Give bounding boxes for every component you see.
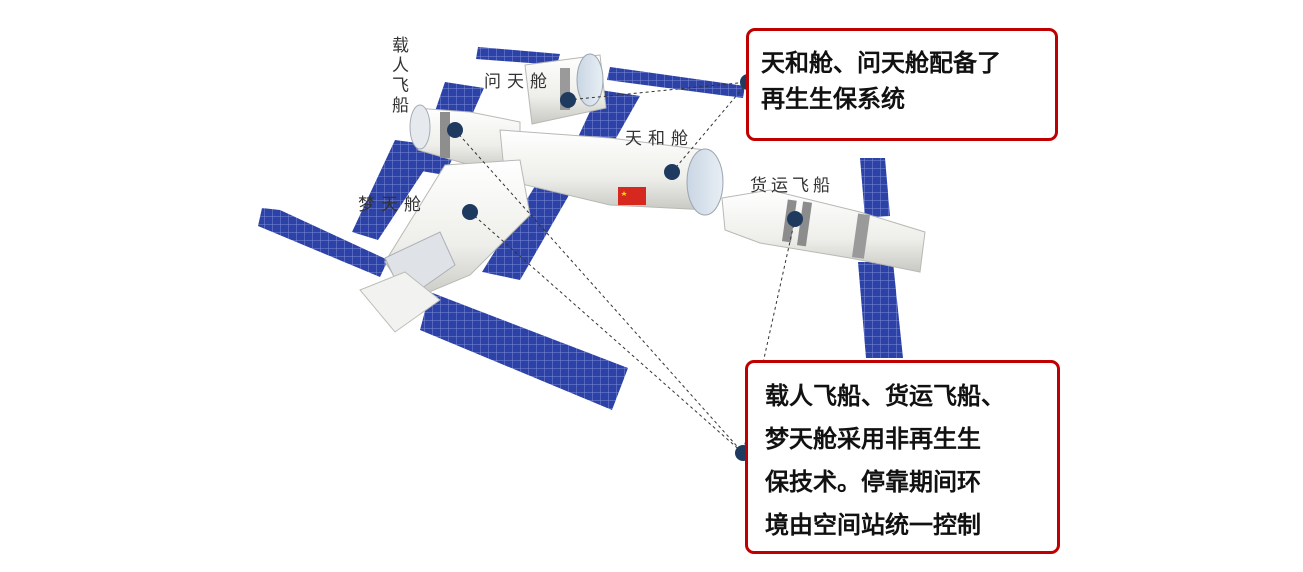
- tianhe-module: [499, 129, 724, 216]
- solar-panel-mengtian-bottom: [420, 292, 628, 410]
- callout-top-line-1: 天和舱、问天舱配备了: [761, 49, 1001, 77]
- label-cargo: 货运飞船: [750, 176, 834, 196]
- solar-panel-wentian-top: [476, 47, 560, 65]
- china-flag-icon: [618, 187, 646, 205]
- solar-panel-cargo-top: [860, 158, 890, 218]
- wentian-module: [524, 53, 607, 125]
- label-manned-spacecraft: 载人飞船: [388, 36, 408, 116]
- callout-bottom-line-2: 梦天舱采用非再生生: [765, 425, 981, 453]
- manned-spacecraft-module: [409, 104, 521, 171]
- label-wentian: 问天舱: [484, 72, 553, 92]
- callout-bottom-line-1: 载人飞船、货运飞船、: [765, 382, 1005, 410]
- label-mengtian: 梦天舱: [358, 195, 427, 215]
- station-modules: [359, 53, 926, 333]
- callout-regenerative: 天和舱、问天舱配备了 再生生保系统: [746, 28, 1058, 141]
- marker-mengtian: [462, 204, 478, 220]
- marker-manned-spacecraft: [447, 122, 463, 138]
- callout-top-line-2: 再生生保系统: [761, 85, 905, 113]
- solar-panel-center-lower: [482, 170, 580, 280]
- callout-bottom-line-3: 保技术。停靠期间环: [765, 468, 981, 496]
- marker-wentian: [560, 92, 576, 108]
- callout-bottom-line-4: 境由空间站统一控制: [765, 511, 981, 539]
- solar-panel-mengtian-left: [258, 208, 388, 277]
- cargo-spacecraft-module: [721, 189, 926, 273]
- marker-tianhe: [664, 164, 680, 180]
- callout-non-regenerative: 载人飞船、货运飞船、 梦天舱采用非再生生 保技术。停靠期间环 境由空间站统一控制: [745, 360, 1060, 554]
- label-tianhe: 天和舱: [625, 129, 694, 149]
- solar-panel-cargo-bottom: [858, 262, 903, 358]
- mengtian-module: [359, 159, 531, 333]
- solar-panel-left-lower: [352, 140, 440, 240]
- solar-panel-wentian-right: [607, 67, 745, 98]
- marker-cargo: [787, 211, 803, 227]
